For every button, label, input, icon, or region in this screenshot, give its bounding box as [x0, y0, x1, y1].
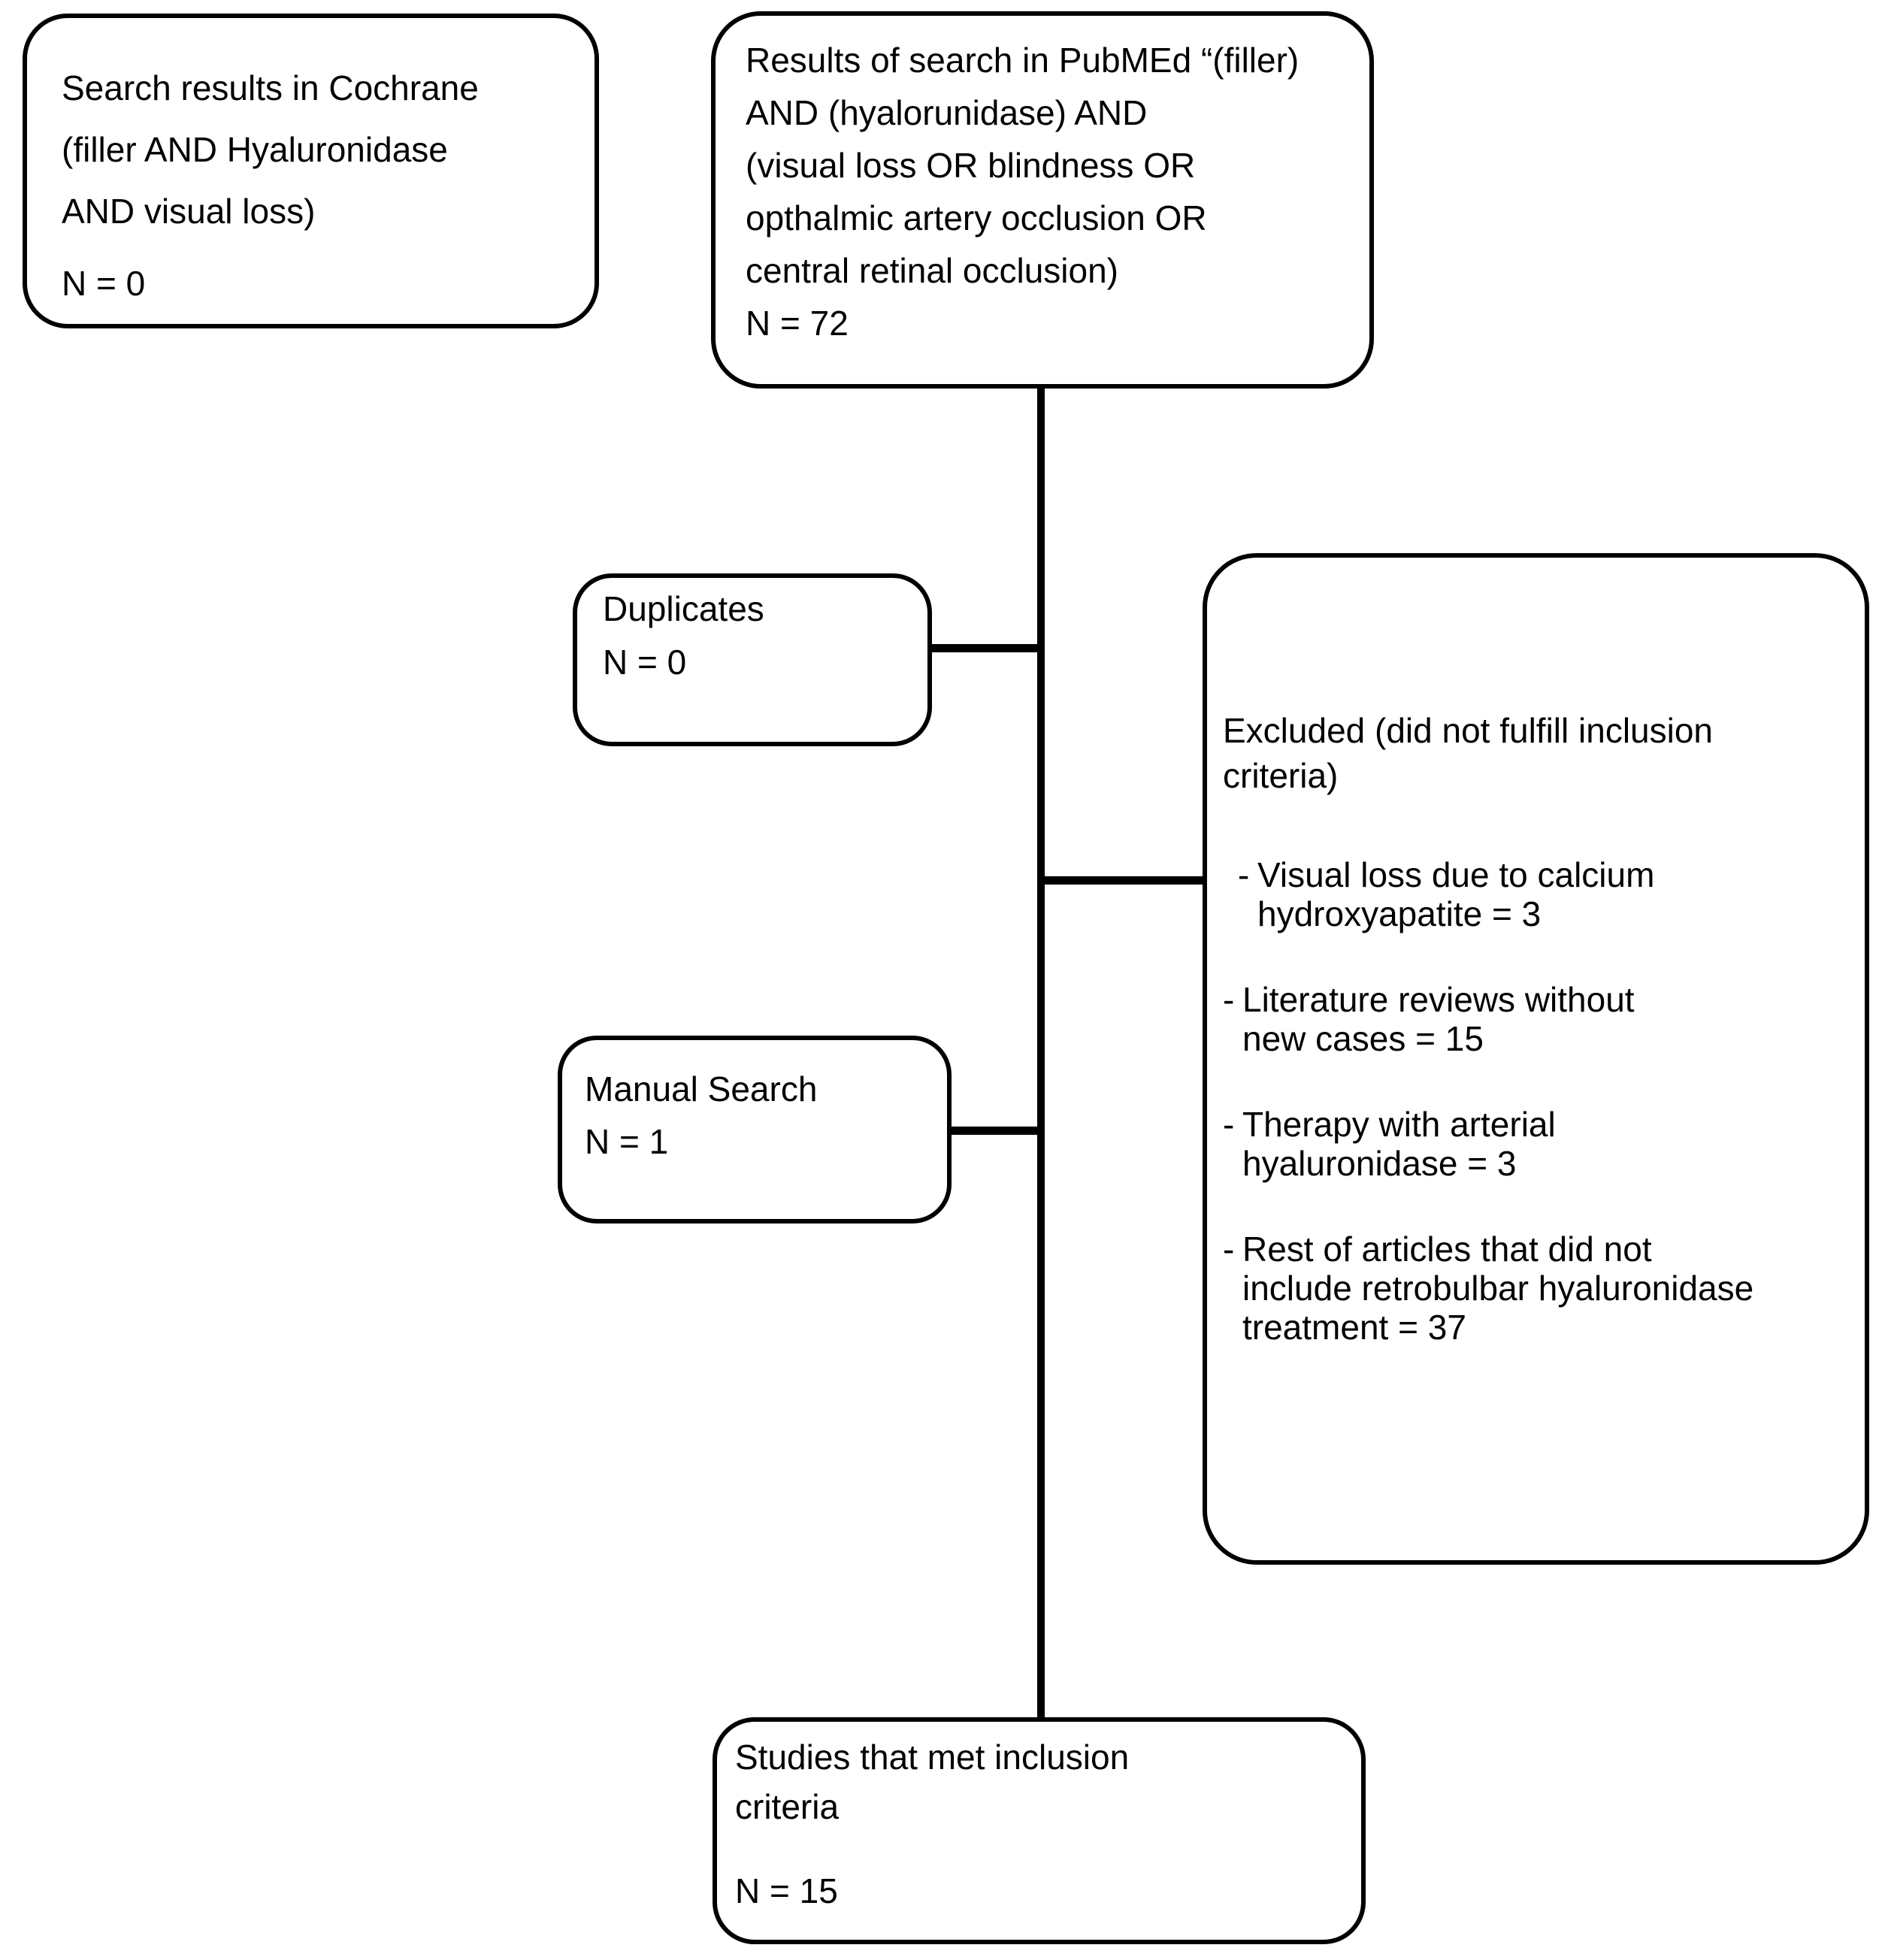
excluded-title: Excluded (did not fulfill inclusion crit…	[1223, 711, 1714, 795]
bullet-marker: -	[1223, 980, 1235, 1019]
cochrane-search-box: Search results in Cochrane (filler AND H…	[23, 14, 599, 328]
excluded-box: Excluded (did not fulfill inclusion crit…	[1203, 553, 1869, 1565]
cochrane-search-query: Search results in Cochrane (filler AND H…	[62, 68, 479, 231]
exclusion-item: - Therapy with arterial hyaluronidase = …	[1223, 1105, 1851, 1183]
exclusion-item: - Literature reviews without new cases =…	[1223, 980, 1851, 1058]
main-vertical-line	[1037, 385, 1045, 1721]
duplicates-connector-line	[930, 644, 1042, 652]
exclusion-item-text: Therapy with arterial hyaluronidase = 3	[1242, 1105, 1556, 1183]
bullet-marker: -	[1238, 855, 1250, 894]
pubmed-search-text: Results of search in PubMEd “(filler) AN…	[746, 41, 1300, 343]
manual-search-connector-line	[947, 1127, 1042, 1135]
excluded-connector-line	[1041, 876, 1206, 885]
included-studies-text: Studies that met inclusion criteria	[735, 1738, 1130, 1826]
duplicates-box: Duplicates N = 0	[573, 573, 932, 746]
included-studies-box: Studies that met inclusion criteria N = …	[713, 1717, 1366, 1944]
manual-search-text: Manual Search N = 1	[585, 1069, 818, 1161]
exclusion-item-text: Rest of articles that did not include re…	[1242, 1230, 1754, 1347]
manual-search-box: Manual Search N = 1	[558, 1036, 952, 1223]
exclusion-item: - Visual loss due to calcium hydroxyapat…	[1238, 855, 1851, 933]
bullet-marker: -	[1223, 1230, 1235, 1269]
bullet-marker: -	[1223, 1105, 1235, 1144]
pubmed-search-box: Results of search in PubMEd “(filler) AN…	[711, 11, 1374, 389]
cochrane-search-count: N = 0	[62, 264, 146, 303]
exclusion-item-text: Visual loss due to calcium hydroxyapatit…	[1257, 855, 1655, 933]
included-studies-count: N = 15	[735, 1871, 838, 1910]
duplicates-text: Duplicates N = 0	[603, 589, 764, 682]
exclusion-item: - Rest of articles that did not include …	[1223, 1230, 1851, 1347]
exclusion-item-text: Literature reviews without new cases = 1…	[1242, 980, 1635, 1058]
